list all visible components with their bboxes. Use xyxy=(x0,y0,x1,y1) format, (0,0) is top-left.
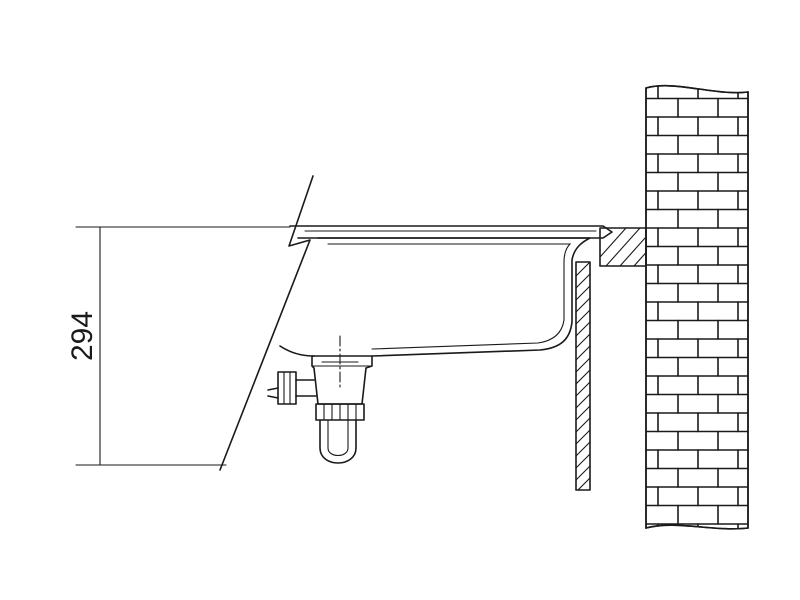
mounting-bracket xyxy=(599,227,647,267)
support-leg xyxy=(575,261,591,491)
brick-wall xyxy=(645,84,749,530)
height-dimension-label: 294 xyxy=(66,311,99,361)
break-line xyxy=(219,175,314,471)
sink-bowl xyxy=(279,225,613,357)
drain-trap xyxy=(267,335,373,464)
height-dimension: 294 xyxy=(66,226,291,466)
